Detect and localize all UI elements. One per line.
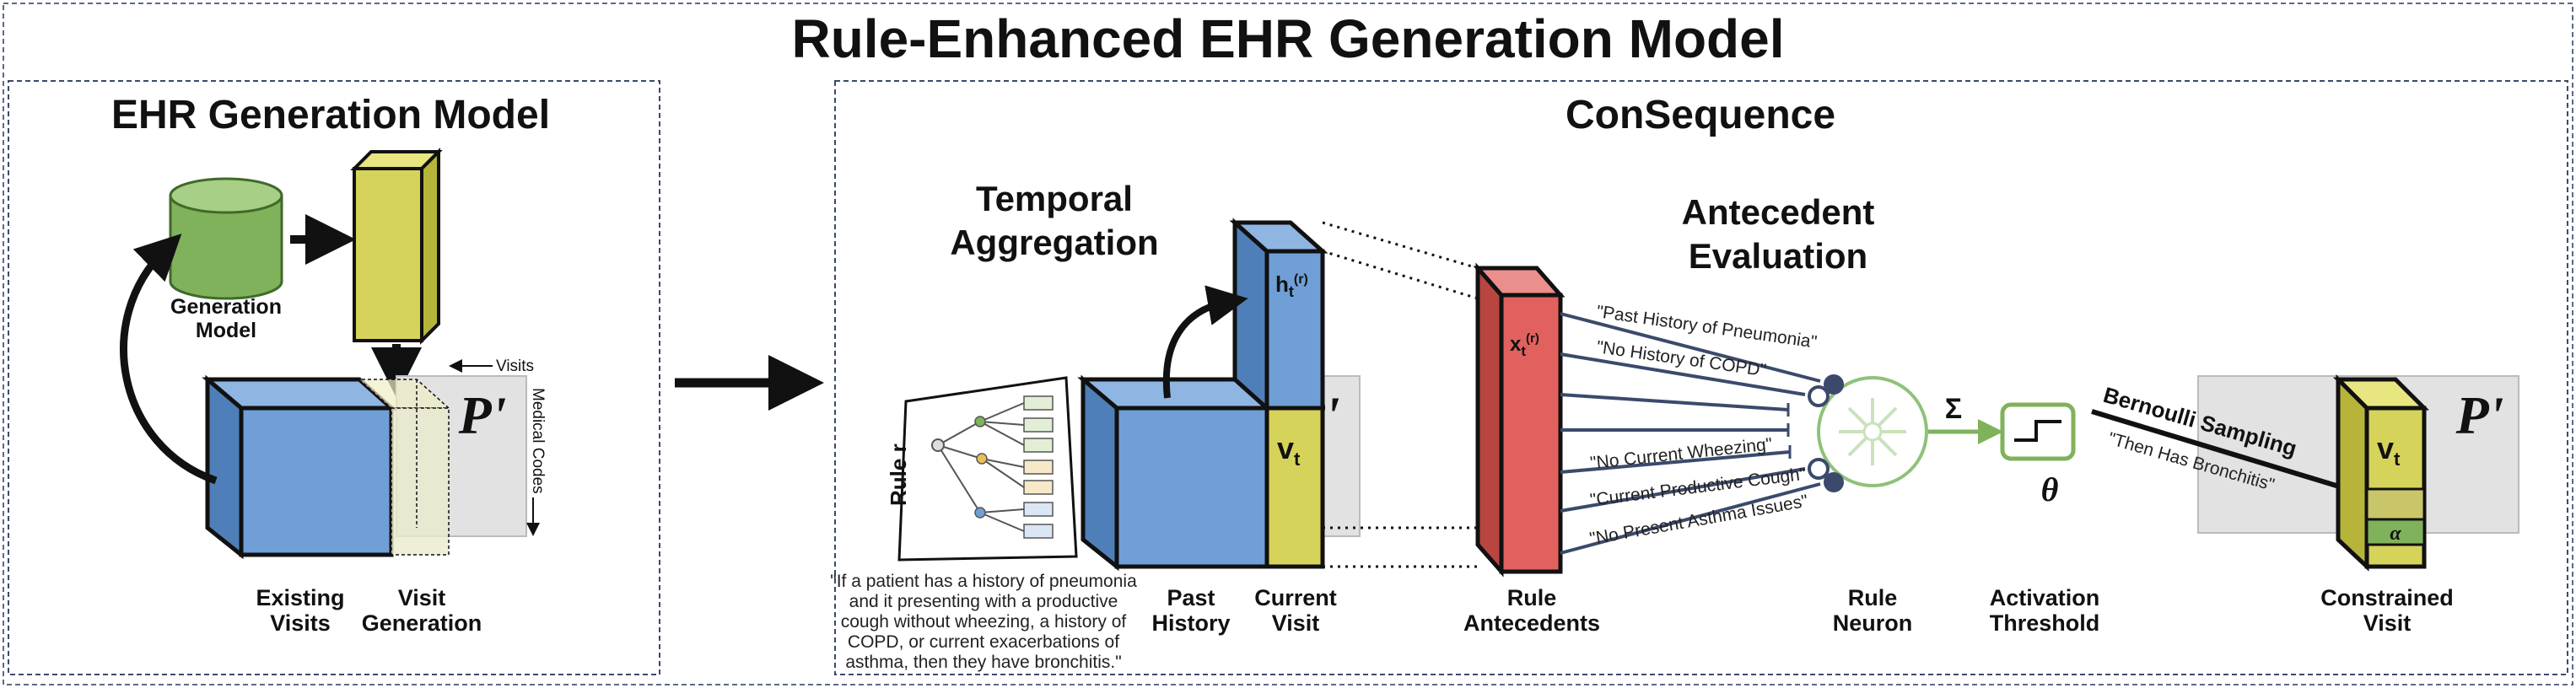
alpha-symbol: α xyxy=(2390,523,2401,545)
past-history-label-line2: History xyxy=(1151,610,1230,636)
v-t-output-label: vt xyxy=(2377,431,2401,470)
outer-frame xyxy=(3,3,2573,685)
activation-threshold-label-line2: Threshold xyxy=(1990,610,2100,636)
theta-symbol: θ xyxy=(2041,470,2059,508)
existing-visits-label-line1: Existing xyxy=(256,585,344,610)
right-panel-title: ConSequence xyxy=(1566,93,1835,137)
left-panel-title: EHR Generation Model xyxy=(111,93,550,137)
past-history-cube xyxy=(1077,374,1273,572)
existing-visits-cube xyxy=(202,374,397,560)
rule-tree-card xyxy=(897,376,1078,562)
antecedent-evaluation-title-line1: Antecedent xyxy=(1682,192,1875,232)
left-panel-frame xyxy=(8,80,660,675)
constrained-visit-label-line1: Constrained xyxy=(2320,585,2454,610)
axis-visits-label: Visits xyxy=(496,357,534,375)
right-panel-frame xyxy=(834,80,2568,675)
p-prime-label-output: P' xyxy=(2455,385,2504,445)
v-t-label: vt xyxy=(1277,431,1301,470)
rule-antecedents-label-line1: Rule xyxy=(1507,585,1557,610)
bernoulli-arrow xyxy=(2091,409,2395,511)
axis-medical-codes-label: Medical Codes xyxy=(529,388,547,494)
temporal-aggregation-title-line2: Aggregation xyxy=(950,223,1158,262)
existing-visits-label-line2: Visits xyxy=(270,610,331,636)
antecedent-3: "No Current Wheezing" xyxy=(1589,434,1773,473)
generation-model-database-icon xyxy=(169,177,283,300)
rule-antecedents-label-line2: Antecedents xyxy=(1463,610,1600,636)
generation-model-label-line2: Model xyxy=(196,319,256,342)
generated-visit-vector xyxy=(350,148,443,345)
constrained-visit-column xyxy=(2332,374,2430,572)
step-function-icon xyxy=(2000,402,2076,461)
current-visit-column xyxy=(1264,406,1325,569)
projection-lines xyxy=(1322,221,1479,568)
rule-neuron-icon xyxy=(1808,374,1928,492)
rule-antecedents-column xyxy=(1473,262,1566,578)
rule-neuron-label-line1b: Neuron xyxy=(1833,610,1913,636)
rule-text-line1: "If a patient has a history of pneumonia xyxy=(830,572,1137,591)
activation-threshold-label-line1: Activation xyxy=(1990,585,2100,610)
visit-generation-label-line1: Visit xyxy=(398,585,446,610)
rule-r-label: Rule r xyxy=(886,443,911,506)
h-t-label: ht(r) xyxy=(1275,271,1308,300)
temporal-aggregation-title-line1: Temporal xyxy=(976,179,1133,218)
sigma-symbol: Σ xyxy=(1945,393,1962,425)
antecedent-connection-lines xyxy=(1560,312,1821,555)
inhibition-ticks xyxy=(1786,403,1792,459)
rule-text-line3: cough without wheezing, a history of xyxy=(841,612,1127,632)
rule-text-line2: and it presenting with a productive xyxy=(849,592,1118,611)
constrained-visit-label-line2: Visit xyxy=(2363,610,2412,636)
p-prime-label: P' xyxy=(458,385,507,445)
visit-generation-label-line2: Generation xyxy=(362,610,482,636)
generation-model-label-line1: Generation xyxy=(170,295,282,319)
rule-neuron-label-line1: Rule xyxy=(1848,585,1898,610)
visit-generation-slab xyxy=(358,379,450,556)
antecedent-evaluation-title-line2: Evaluation xyxy=(1689,236,1867,276)
current-visit-label-line1: Current xyxy=(1254,585,1337,610)
past-history-label-line1: Past xyxy=(1167,585,1215,610)
hidden-state-column xyxy=(1229,218,1328,413)
x-t-label: xt(r) xyxy=(1510,331,1539,359)
feedback-loop-arrow xyxy=(120,234,218,485)
aggregation-arrow xyxy=(1162,285,1248,399)
current-visit-label-line2: Visit xyxy=(1272,610,1320,636)
rule-text-line5: asthma, then they have bronchitis." xyxy=(845,653,1121,672)
rule-text-line4: COPD, or current exacerbations of xyxy=(848,632,1119,652)
main-title: Rule-Enhanced EHR Generation Model xyxy=(791,8,1784,69)
